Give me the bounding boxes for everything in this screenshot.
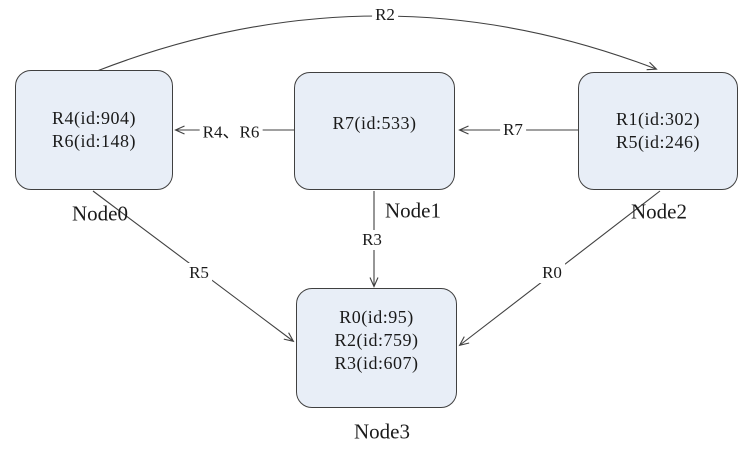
node-label-node1: Node1 [383, 198, 443, 224]
edge-label-r2: R2 [372, 5, 398, 25]
route-entry: R6(id:148) [52, 131, 136, 151]
node-node2: R1(id:302) R5(id:246) [578, 72, 738, 190]
route-entry: R7(id:533) [332, 112, 417, 133]
edge-label-r0: R0 [539, 263, 565, 283]
node-label-node0: Node0 [72, 201, 128, 226]
edge-label-r5: R5 [186, 263, 212, 283]
edge-label-r7: R7 [500, 120, 526, 140]
node-label-node3: Node3 [354, 419, 410, 444]
node-label-node2: Node2 [631, 199, 687, 224]
route-entry: R4(id:904) [52, 108, 136, 128]
node-node1: R7(id:533) [294, 72, 455, 190]
node-node0: R4(id:904) R6(id:148) [15, 70, 173, 190]
node-node3: R0(id:95) R2(id:759) R3(id:607) [296, 288, 457, 408]
edge-label-r4r6: R4、R6 [199, 117, 263, 143]
route-entry: R5(id:246) [616, 132, 700, 152]
route-entry: R3(id:607) [334, 352, 419, 373]
route-entry: R2(id:759) [334, 329, 419, 350]
route-entry: R1(id:302) [616, 109, 700, 129]
edge-label-r3: R3 [359, 230, 385, 250]
route-entry: R0(id:95) [339, 306, 414, 327]
